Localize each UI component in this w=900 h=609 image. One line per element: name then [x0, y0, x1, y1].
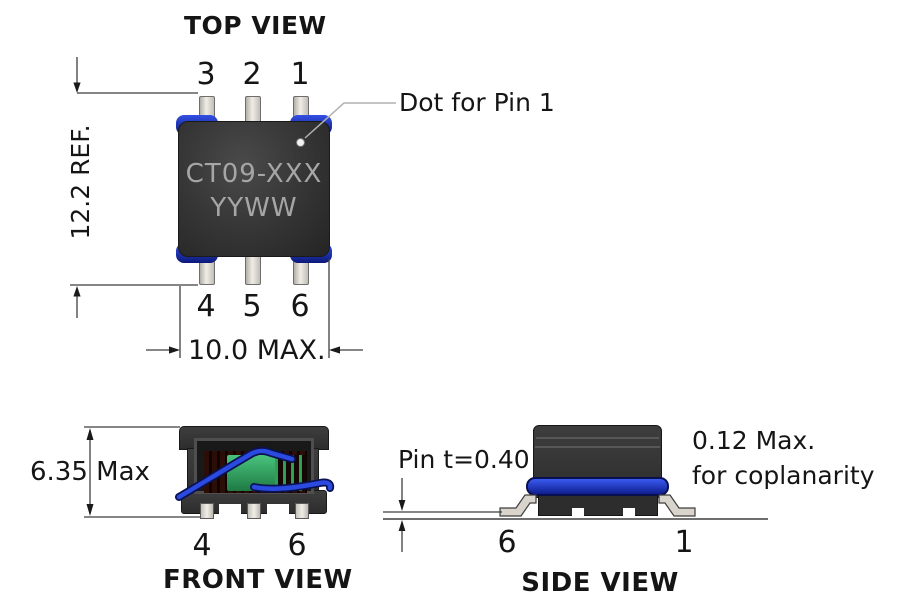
side-body-ridge-1	[536, 437, 659, 439]
front-rail-notch-left	[219, 504, 241, 515]
front-rail-notch-right	[267, 504, 289, 515]
side-wire-band	[526, 477, 669, 496]
pin-label-1: 1	[290, 57, 310, 92]
height-dimension-label: 12.2 REF.	[66, 124, 95, 240]
pin-label-5: 5	[242, 289, 262, 324]
side-view-arrowheads	[398, 500, 406, 531]
pin-thickness-label: Pin t=0.40	[398, 445, 530, 474]
side-body-ridge-2	[535, 446, 660, 448]
side-lower-notch-right	[623, 508, 635, 517]
top-view-title: TOP VIEW	[184, 11, 327, 40]
front-pin-4	[200, 503, 214, 519]
side-pin-label-6: 6	[497, 525, 517, 560]
pin-label-3: 3	[196, 57, 216, 92]
part-number-marking: CT09-XXX	[185, 159, 323, 189]
pin-2	[245, 96, 261, 124]
pin1-dot	[296, 138, 305, 147]
front-pin-5	[247, 503, 261, 519]
dot-callout-label: Dot for Pin 1	[399, 88, 555, 117]
front-pin-label-4: 4	[192, 528, 212, 563]
side-body-lower	[538, 494, 658, 516]
pin-5	[245, 255, 261, 285]
pin-label-6: 6	[290, 289, 310, 324]
side-view-title: SIDE VIEW	[521, 568, 679, 598]
pin-label-2: 2	[242, 57, 262, 92]
front-height-dimension-label: 6.35 Max	[30, 457, 150, 487]
front-view-title: FRONT VIEW	[163, 565, 353, 595]
coplanarity-label-line1: 0.12 Max.	[692, 426, 816, 455]
toroid-core-green-stripes	[275, 455, 306, 491]
side-lower-notch-left	[572, 508, 584, 517]
date-code-marking: YYWW	[210, 193, 298, 223]
top-view-package-body	[178, 121, 330, 257]
side-pin-label-1: 1	[674, 525, 694, 560]
toroid-core-green	[227, 455, 275, 491]
front-pin-label-6: 6	[287, 528, 307, 563]
pin-label-4: 4	[196, 289, 216, 324]
front-pin-6	[295, 503, 309, 519]
coplanarity-label-line2: for coplanarity	[692, 461, 875, 490]
width-dimension-label: 10.0 MAX.	[188, 335, 326, 366]
